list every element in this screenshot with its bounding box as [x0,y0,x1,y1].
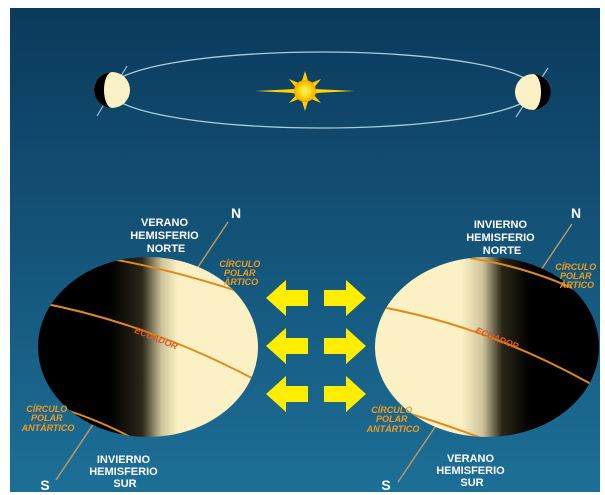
left-globe: VERANO HEMISFERIO NORTE N CÍRCULO POLAR … [21,205,263,493]
right-equator-line [375,304,599,393]
arrow-right-icon-3 [324,376,366,412]
earth-left-orbit [94,65,130,117]
left-north-pole-label: N [231,205,241,221]
right-arctic-label: CÍRCULO POLAR ÁRTICO [555,262,599,290]
right-south-pole-label: S [381,477,390,493]
arrow-left-icon-2 [266,328,308,364]
sun-icon [255,71,355,111]
left-south-pole-label: S [40,477,49,493]
left-equator-line [38,299,258,386]
right-globe: INVIERNO HEMISFERIO NORTE N CÍRCULO POLA… [366,205,599,493]
arrow-left-icon-1 [266,280,308,316]
earth-right-orbit [515,67,551,118]
left-season-bottom: INVIERNO HEMISFERIO SUR [89,454,161,490]
orbit-scene [94,51,551,129]
left-arctic-label: CÍRCULO POLAR ÁRTICO [219,259,263,287]
left-antarctic-label: CÍRCULO POLAR ANTÁRTICO [21,404,75,433]
right-antarctic-label: CÍRCULO POLAR ANTÁRTICO [366,405,420,434]
right-season-top: INVIERNO HEMISFERIO NORTE [466,219,538,257]
right-season-bottom: VERANO HEMISFERIO SUR [436,453,508,489]
double-arrows [266,280,366,412]
left-season-top: VERANO HEMISFERIO NORTE [130,217,202,255]
arrow-right-icon-1 [324,280,366,316]
arrow-left-icon-3 [266,376,308,412]
right-north-pole-label: N [571,205,581,221]
arrow-right-icon-2 [324,328,366,364]
